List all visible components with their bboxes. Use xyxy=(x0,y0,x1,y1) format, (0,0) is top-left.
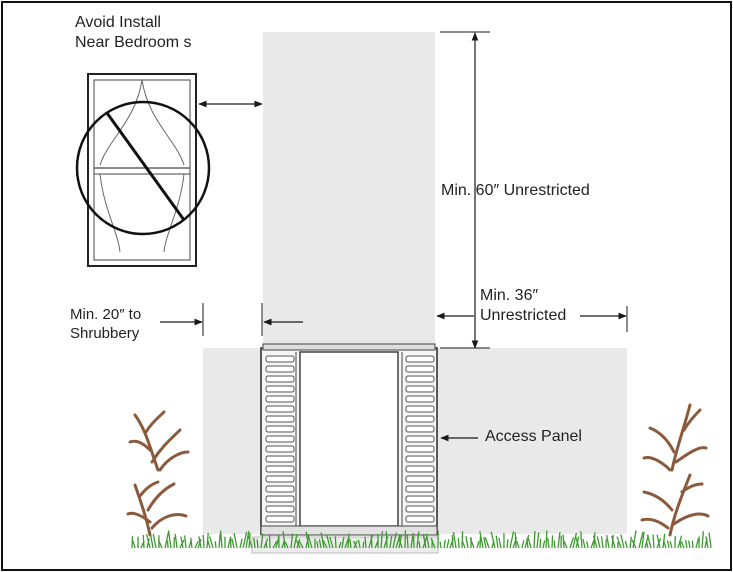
shrub-icon xyxy=(126,410,190,537)
min-20-label: Min. 20″ to Shrubbery xyxy=(70,305,141,343)
avoid-install-line2: Near Bedroom s xyxy=(75,34,192,51)
min-36-line1: Min. 36″ xyxy=(480,287,539,304)
top-clearance-zone xyxy=(263,32,435,348)
avoid-install-label: Avoid Install Near Bedroom s xyxy=(75,13,192,53)
min-20-line2: Shrubbery xyxy=(70,325,140,342)
access-panel-label: Access Panel xyxy=(485,428,582,445)
min-20-line1: Min. 20″ to xyxy=(70,306,142,323)
min-36-label: Min. 36″ Unrestricted xyxy=(480,286,566,326)
grass-icon xyxy=(131,530,712,549)
ac-unit-icon xyxy=(251,343,439,554)
shrub-icon xyxy=(640,403,710,537)
no-symbol-icon xyxy=(75,100,211,236)
min-36-line2: Unrestricted xyxy=(480,307,567,324)
avoid-install-line1: Avoid Install xyxy=(75,14,161,31)
min-60-label: Min. 60″ Unrestricted xyxy=(441,182,590,199)
